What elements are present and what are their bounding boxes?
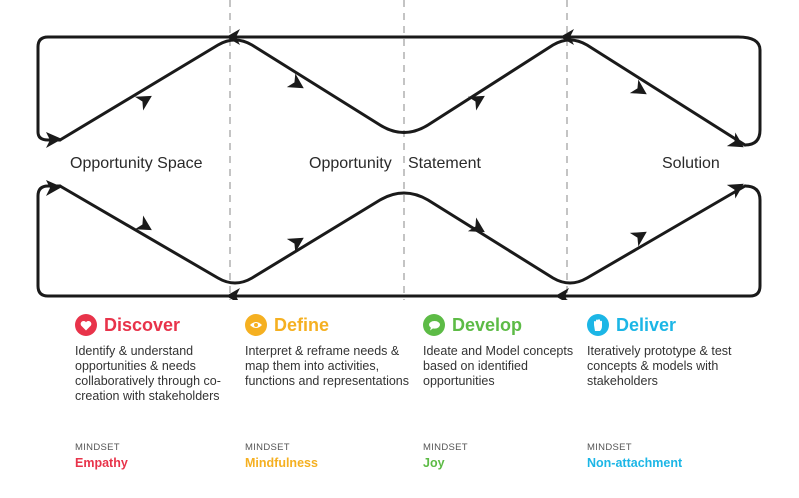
arrow-solution-bottom (726, 183, 744, 199)
arrow-up-4 (629, 231, 647, 247)
heart-icon (75, 314, 97, 336)
arrow-down-1 (286, 73, 304, 89)
phase-develop: Develop Ideate and Model concepts based … (423, 312, 588, 470)
arrow-solution-top (726, 132, 744, 148)
mindset-value: Mindfulness (245, 456, 318, 470)
arrow-down-3 (134, 215, 152, 231)
phase-title: Define (274, 314, 330, 335)
phase-description: Iteratively prototype & test concepts & … (587, 344, 732, 388)
arrow-up-2 (467, 95, 485, 111)
arrow-up-3 (286, 237, 304, 253)
arrow-down-2 (629, 79, 647, 95)
bottom-feedback-loop (36, 184, 762, 298)
mindset-value: Empathy (75, 456, 128, 470)
mindset-label: MINDSET (423, 442, 468, 453)
hand-icon (587, 314, 609, 336)
top-feedback-loop-right (736, 35, 762, 147)
phase-description: Interpret & reframe needs & map them int… (245, 344, 409, 388)
phase-description: Identify & understand opportunities & ne… (75, 344, 221, 403)
mindset-label: MINDSET (587, 442, 632, 453)
label-opportunity-space: Opportunity Space (70, 155, 203, 172)
top-feedback-loop (36, 35, 740, 142)
eye-icon (245, 314, 267, 336)
phase-description: Ideate and Model concepts based on ident… (423, 344, 574, 388)
label-solution: Solution (662, 155, 720, 172)
phase-discover: Discover Identify & understand opportuni… (75, 312, 240, 470)
mindset-label: MINDSET (245, 442, 290, 453)
phase-deliver: Deliver Iteratively prototype & test con… (587, 312, 752, 470)
arrow-into-left-bottom (46, 180, 62, 196)
arrow-top-loop-left-2 (560, 29, 574, 45)
arrow-bottom-loop-left-2 (555, 288, 569, 300)
label-opportunity: Opportunity (309, 155, 392, 172)
phase-title: Discover (104, 314, 181, 335)
phase-define: Define Interpret & reframe needs & map t… (245, 312, 410, 470)
label-statement: Statement (408, 155, 481, 172)
arrow-bottom-loop-left-1 (226, 288, 240, 300)
lower-diamond-path (58, 184, 747, 285)
speech-bubble-icon (423, 314, 445, 336)
mindset-label: MINDSET (75, 442, 120, 453)
mindset-value: Non-attachment (587, 456, 683, 470)
arrow-up-1 (134, 95, 152, 111)
mindset-value: Joy (423, 456, 445, 470)
phase-title: Deliver (616, 314, 677, 335)
double-diamond-diagram (36, 0, 762, 300)
phase-title: Develop (452, 314, 523, 335)
arrow-into-left-top (46, 132, 62, 148)
arrow-top-loop-left-1 (226, 29, 240, 45)
arrow-down-4 (467, 217, 485, 233)
